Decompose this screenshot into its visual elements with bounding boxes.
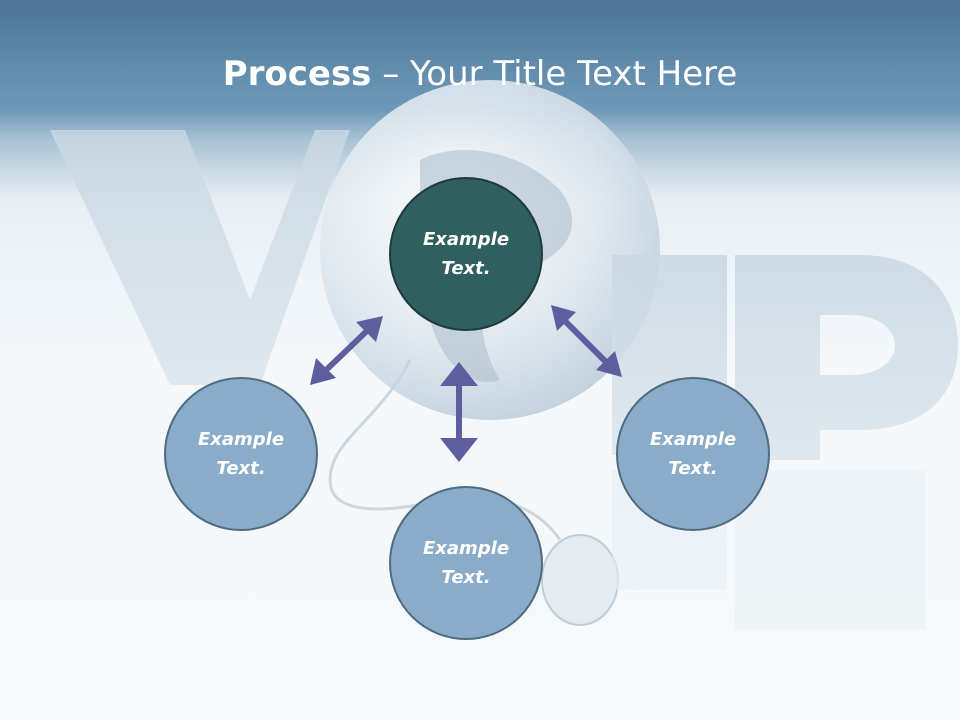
node-bottom-line2: Text. xyxy=(441,567,491,588)
node-top-line2: Text. xyxy=(441,258,491,279)
slide-title: Process – Your Title Text Here xyxy=(0,50,960,98)
arrow-top-bottom xyxy=(440,362,478,462)
node-left-line1: Example xyxy=(197,429,285,450)
node-top-line1: Example xyxy=(422,229,510,250)
node-right-line2: Text. xyxy=(668,458,718,479)
node-right: Example Text. xyxy=(616,377,770,531)
arrow-top-left xyxy=(310,316,383,385)
title-rest-part: – Your Title Text Here xyxy=(371,54,738,94)
title-bold-part: Process xyxy=(222,54,372,94)
node-left: Example Text. xyxy=(164,377,318,531)
node-left-line2: Text. xyxy=(216,458,266,479)
node-top-center: Example Text. xyxy=(389,177,543,331)
node-bottom: Example Text. xyxy=(389,486,543,640)
node-bottom-line1: Example xyxy=(422,538,510,559)
arrow-top-right xyxy=(551,305,622,377)
node-right-line1: Example xyxy=(649,429,737,450)
